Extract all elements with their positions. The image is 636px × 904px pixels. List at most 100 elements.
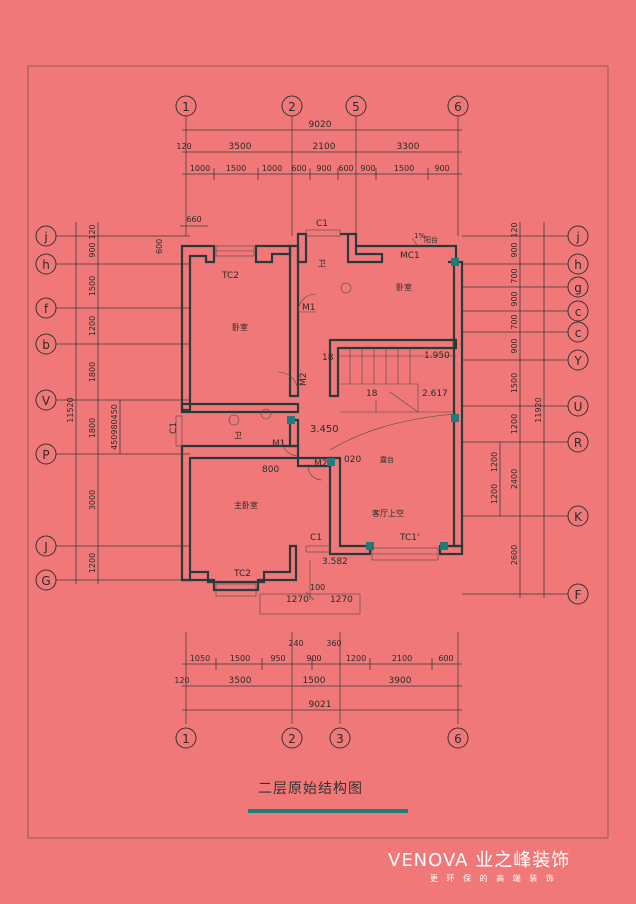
window-label: C1 xyxy=(310,533,322,543)
dim-text: 1200 xyxy=(88,316,97,336)
door-label: M2 xyxy=(299,373,309,387)
windows xyxy=(175,229,439,597)
axis-label: F xyxy=(575,588,582,602)
room-label: 卫 xyxy=(234,431,242,440)
dim-text: 660 xyxy=(186,215,201,224)
dim-text: 1000 xyxy=(262,164,282,173)
stair-label: 18 xyxy=(322,353,334,363)
dim-text: 1200 xyxy=(490,484,499,504)
axis-label: 6 xyxy=(454,100,462,114)
dim-text: 800 xyxy=(262,465,279,475)
elevation-label: 3.582 xyxy=(322,557,348,567)
title-underline xyxy=(248,809,408,813)
dim-text: 1500 xyxy=(510,373,519,393)
dim-text: 120 xyxy=(88,224,97,239)
elevation-label: 020 xyxy=(344,455,361,465)
dim-text: 700 xyxy=(510,314,519,329)
slope-label: 1% xyxy=(414,232,425,240)
axis-label: K xyxy=(574,510,583,524)
dim-text: 3300 xyxy=(397,142,420,152)
dim-text: 2600 xyxy=(510,545,519,565)
left-axis-bubbles: j h f b V P J G xyxy=(35,225,57,591)
dim-text: 3500 xyxy=(229,142,252,152)
dim-text: 9020 xyxy=(309,120,332,130)
left-dimensions: 120 900 1500 1200 1800 1800 3000 1200 11… xyxy=(66,224,119,573)
dim-text: 900 xyxy=(434,164,449,173)
dim-text: 240 xyxy=(288,639,303,648)
room-label: 主卧室 xyxy=(234,500,258,510)
dim-text: 1500 xyxy=(394,164,414,173)
dim-text: 900 xyxy=(360,164,375,173)
top-axis-bubbles: 1 2 5 6 xyxy=(175,95,469,117)
dim-text: 900 xyxy=(510,291,519,306)
axis-label: c xyxy=(575,305,582,319)
axis-label: V xyxy=(42,394,51,408)
axis-label: 1 xyxy=(182,732,190,746)
door-label: M1 xyxy=(302,303,316,313)
dim-text: 11920 xyxy=(534,397,543,422)
dim-text: 1200 xyxy=(88,553,97,573)
dim-text: 1800 xyxy=(88,418,97,438)
dim-text: 3000 xyxy=(88,490,97,510)
brand-slogan: 更 环 保 的 高 端 装 饰 xyxy=(430,874,557,883)
axis-label: b xyxy=(42,338,50,352)
axis-label: U xyxy=(574,400,583,414)
dim-text: 3500 xyxy=(229,676,252,686)
room-label: 卫 xyxy=(318,259,326,268)
dim-text: 900 xyxy=(316,164,331,173)
dim-text: 100 xyxy=(310,583,325,592)
dim-text: 1270 xyxy=(330,595,353,605)
dim-text: 900 xyxy=(510,242,519,257)
staircase xyxy=(329,348,457,451)
dim-text: 2400 xyxy=(510,469,519,489)
dim-text: 11520 xyxy=(66,397,75,422)
dim-text: 120 xyxy=(176,142,191,151)
dim-text: 1800 xyxy=(88,362,97,382)
dim-text: 1270 xyxy=(286,595,309,605)
axis-label: 5 xyxy=(352,100,360,114)
window-label: TC1' xyxy=(399,533,419,543)
dim-text: 600 xyxy=(338,164,353,173)
dim-text: 900 xyxy=(510,338,519,353)
axis-label: J xyxy=(43,540,48,554)
dim-text: 2100 xyxy=(313,142,336,152)
dim-text: 450980450 xyxy=(110,404,119,450)
window-label: TC2 xyxy=(233,569,251,579)
room-label: 卧室 xyxy=(396,282,412,292)
right-axis-bubbles: j h g c c Y U R K F xyxy=(567,225,589,605)
drawing-title: 二层原始结构图 xyxy=(258,781,363,797)
axis-label: 6 xyxy=(454,732,462,746)
room-label: 卧室 xyxy=(232,322,248,332)
stair-label: 18 xyxy=(366,389,378,399)
dim-text: 120 xyxy=(174,676,189,685)
axis-label: j xyxy=(43,230,47,244)
dim-text: 600 xyxy=(291,164,306,173)
elevation-label: 3.450 xyxy=(310,424,339,435)
left-gridlines xyxy=(56,222,190,584)
window-label: C1 xyxy=(316,219,328,229)
dim-text: 900 xyxy=(88,242,97,257)
axis-label: h xyxy=(574,258,582,272)
elevation-label: 1.950 xyxy=(424,351,450,361)
axis-label: c xyxy=(575,326,582,340)
dim-text: 1200 xyxy=(346,654,366,663)
dim-text: 900 xyxy=(306,654,321,663)
dim-text: 700 xyxy=(510,268,519,283)
dim-text: 1500 xyxy=(230,654,250,663)
axis-label: 2 xyxy=(288,732,296,746)
dim-text: 1500 xyxy=(303,676,326,686)
bottom-axis-bubbles: 1 2 3 6 xyxy=(175,727,469,749)
dim-text: 1000 xyxy=(190,164,210,173)
door-swings xyxy=(228,237,419,615)
dim-text: 1200 xyxy=(490,452,499,472)
room-label: 客厅上空 xyxy=(372,508,404,518)
brand-logo-text: VENOVA 业之峰装饰 xyxy=(388,850,571,871)
dim-text: 600 xyxy=(155,239,164,254)
dim-text: 1500 xyxy=(88,276,97,296)
dim-text: 950 xyxy=(270,654,285,663)
drawing-frame xyxy=(27,65,609,839)
axis-label: P xyxy=(42,448,49,462)
right-dimensions: 120 900 700 900 700 900 1500 1200 2400 1… xyxy=(490,222,543,565)
